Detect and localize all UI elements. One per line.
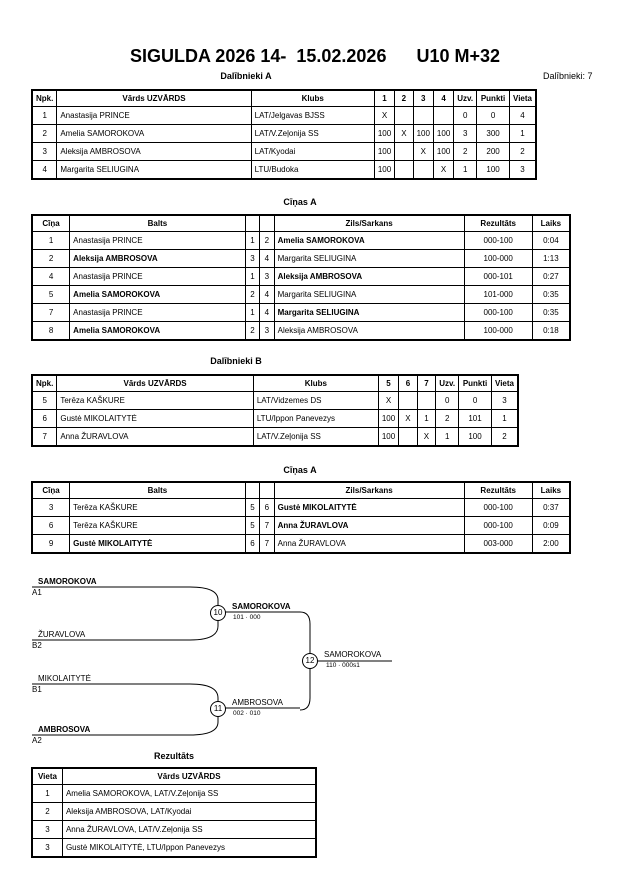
match-11-winner: AMBROSOVA: [232, 698, 283, 707]
name-cell: Anna ŽURAVLOVA: [56, 427, 254, 446]
result-cell: 100-000: [463, 321, 533, 340]
section-title-pool-a: Dalībnieki A: [220, 71, 272, 81]
table-row: 1 Amelia SAMOROKOVA, LAT/V.Zeļonija SS: [32, 784, 317, 803]
table-row: 3 Gustė MIKOLAITYTĖ, LTU/Ippon Panevezys: [32, 838, 317, 857]
place-cell: 1: [32, 784, 63, 803]
score-cell: X: [432, 160, 455, 179]
name-cell: Aleksija AMBROSOVA, LAT/Kyodai: [61, 802, 317, 821]
match-11-score: 002 · 010: [233, 710, 261, 717]
time-cell: 0:18: [531, 321, 571, 340]
page-title: SIGULDA 2026 14- 15.02.2026 U10 M+32: [129, 46, 501, 66]
fight-no-cell: 9: [31, 534, 71, 553]
place-cell: 2: [32, 802, 63, 821]
col-place: Vieta: [508, 90, 537, 107]
table-row: 7 Anna ŽURAVLOVA LAT/V.Zeļonija SS 100 X…: [31, 427, 519, 446]
bracket-entry-1-seed: A1: [32, 588, 42, 597]
place-cell: 3: [508, 160, 537, 179]
section-title-pool-b: Dalībnieki B: [210, 356, 262, 366]
blue-no-cell: 7: [259, 534, 275, 553]
bracket-entry-4-name: AMBROSOVA: [38, 725, 91, 734]
npk-cell: 4: [31, 160, 58, 179]
name-cell: Anna ŽURAVLOVA, LAT/V.Zeļonija SS: [61, 820, 317, 839]
match-12-number: 12: [302, 653, 318, 669]
bracket-entry-2-seed: B2: [32, 641, 42, 650]
results-table: Vieta Vārds UZVĀRDS 1 Amelia SAMOROKOVA,…: [31, 767, 317, 858]
section-title-fights-a: Cīņas A: [283, 197, 317, 207]
participants-count: Dalībnieki: 7: [543, 71, 593, 81]
name-cell: Margarita SELIUGINA: [56, 160, 252, 179]
name-cell: Amelia SAMOROKOVA, LAT/V.Zeļonija SS: [61, 784, 317, 803]
match-12-winner: SAMOROKOVA: [324, 650, 382, 659]
place-cell: 3: [32, 820, 63, 839]
match-10-number: 10: [210, 605, 226, 621]
club-cell: LTU/Budoka: [250, 160, 375, 179]
pool-a-header-row: Npk. Vārds UZVĀRDS Klubs 1 2 3 4 Uzv. Pu…: [31, 90, 537, 107]
pool-a-table: Npk. Vārds UZVĀRDS Klubs 1 2 3 4 Uzv. Pu…: [31, 89, 537, 180]
fights-header-row: Cīņa Balts Zils/Sarkans Rezultāts Laiks: [31, 215, 571, 232]
bracket-entry-4-seed: A2: [32, 736, 42, 745]
fights-a-table: Cīņa Balts Zils/Sarkans Rezultāts Laiks …: [31, 214, 571, 341]
pool-b-rows: 5 Terēza KAŠKURE LAT/Vidzemes DS X 0 0 3…: [31, 391, 519, 446]
col-5: 5: [377, 375, 400, 392]
table-row: 5 Terēza KAŠKURE LAT/Vidzemes DS X 0 0 3: [31, 391, 519, 410]
table-row: 3 Aleksija AMBROSOVA LAT/Kyodai 100 X 10…: [31, 142, 537, 161]
table-row: 4 Margarita SELIUGINA LTU/Budoka 100 X 1…: [31, 160, 537, 179]
blue-name-cell: Anna ŽURAVLOVA: [273, 534, 465, 553]
table-row: 2 Amelia SAMOROKOVA LAT/V.Zeļonija SS 10…: [31, 124, 537, 143]
table-row: 3 Anna ŽURAVLOVA, LAT/V.Zeļonija SS: [32, 820, 317, 839]
fights-header-row: Cīņa Balts Zils/Sarkans Rezultāts Laiks: [31, 482, 571, 499]
col-place: Vieta: [32, 768, 63, 785]
col-time: Laiks: [531, 482, 571, 499]
place-cell: 1: [490, 409, 519, 428]
npk-cell: 7: [31, 427, 58, 446]
pool-b-table: Npk. Vārds UZVĀRDS Klubs 5 6 7 Uzv. Punk…: [31, 374, 519, 447]
place-cell: 3: [32, 838, 63, 857]
pool-a-rows: 1 Anastasija PRINCE LAT/Jelgavas BJSS X …: [31, 106, 537, 179]
name-cell: Gustė MIKOLAITYTĖ, LTU/Ippon Panevezys: [61, 838, 317, 857]
bracket-entry-1-name: SAMOROKOVA: [38, 577, 97, 586]
results-rows: 1 Amelia SAMOROKOVA, LAT/V.Zeļonija SS 2…: [32, 784, 317, 857]
match-10-score: 101 · 000: [233, 614, 261, 621]
section-title-fights-b: Cīņas A: [283, 465, 317, 475]
fight-no-cell: 8: [31, 321, 71, 340]
time-cell: 0:35: [531, 285, 571, 304]
blue-no-cell: 3: [259, 321, 275, 340]
result-cell: 003-000: [463, 534, 533, 553]
match-10-winner: SAMOROKOVA: [232, 602, 291, 611]
fight-no-cell: 3: [31, 498, 71, 517]
place-cell: 2: [490, 427, 519, 446]
section-title-results: Rezultāts: [153, 751, 194, 761]
score-cell: 100: [432, 124, 455, 143]
score-cell: 100: [377, 427, 400, 446]
fights-b-table: Cīņa Balts Zils/Sarkans Rezultāts Laiks …: [31, 481, 571, 554]
col-name: Vārds UZVĀRDS: [61, 768, 317, 785]
bracket-entry-2-name: ŽURAVLOVA: [38, 630, 86, 639]
time-cell: 1:13: [531, 249, 571, 268]
score-cell: 100: [432, 142, 455, 161]
match-12-score: 110 · 000s1: [326, 662, 360, 669]
bracket-entry-3-seed: B1: [32, 685, 42, 694]
table-row: 2 Aleksija AMBROSOVA, LAT/Kyodai: [32, 802, 317, 821]
bracket-entry-3-name: MIKOLAITYTĖ: [38, 674, 91, 683]
table-row: 1 Anastasija PRINCE LAT/Jelgavas BJSS X …: [31, 106, 537, 125]
blue-name-cell: Aleksija AMBROSOVA: [273, 321, 465, 340]
results-header-row: Vieta Vārds UZVĀRDS: [32, 768, 317, 785]
score-cell: [394, 160, 414, 179]
match-11-number: 11: [210, 701, 226, 717]
time-cell: 2:00: [531, 534, 571, 553]
table-row: 6 Gustė MIKOLAITYTĖ LTU/Ippon Panevezys …: [31, 409, 519, 428]
white-name-cell: Gustė MIKOLAITYTĖ: [69, 534, 246, 553]
